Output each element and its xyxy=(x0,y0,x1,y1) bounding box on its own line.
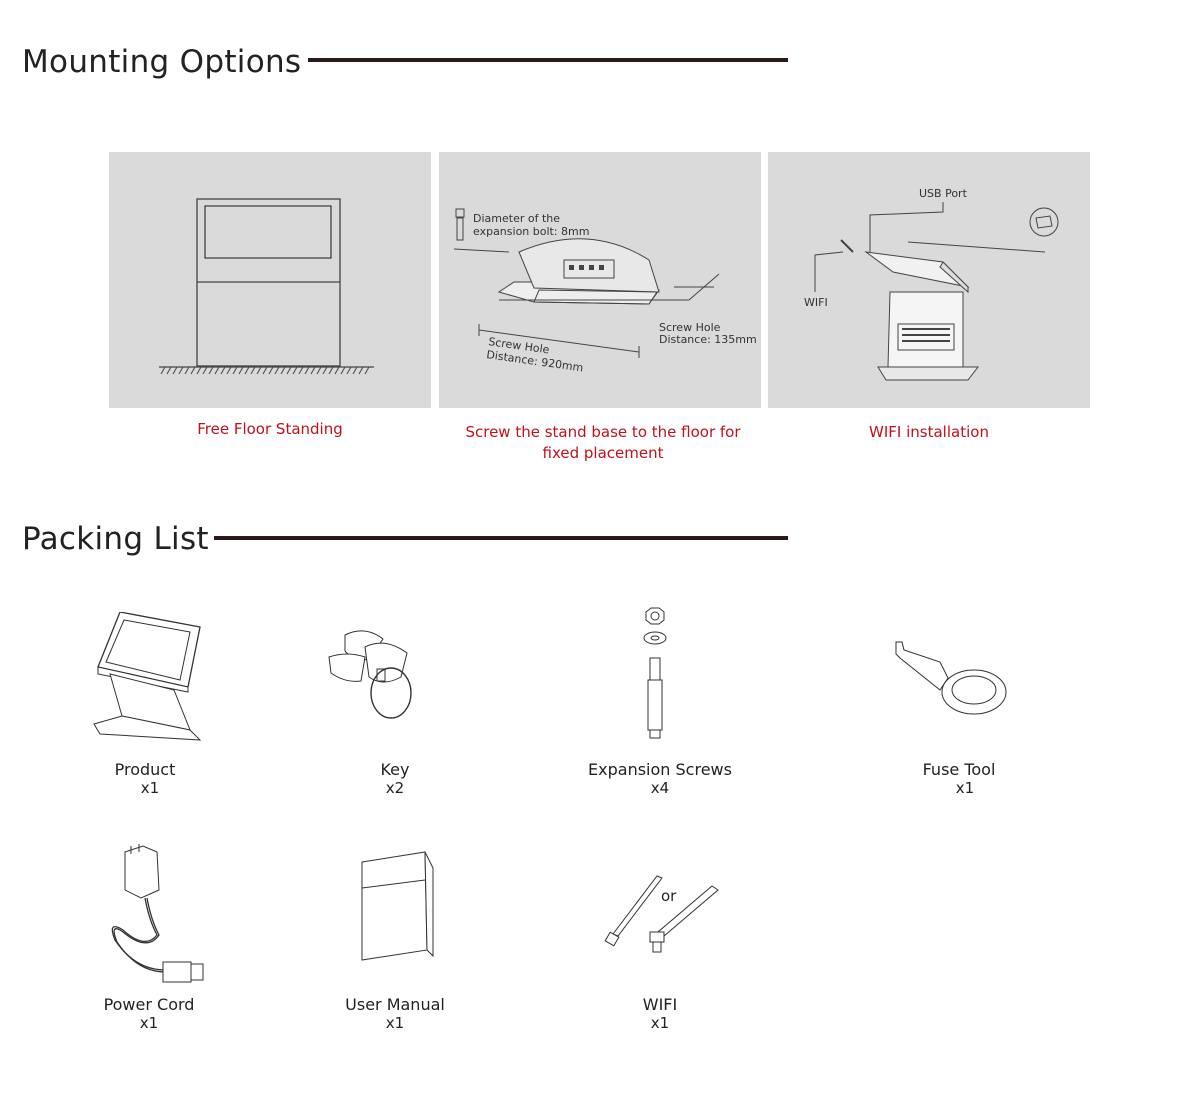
packing-item-product: Product x1 xyxy=(80,760,210,797)
item-name: WIFI xyxy=(642,995,678,1014)
item-name: Expansion Screws xyxy=(588,760,732,779)
kiosk-icon xyxy=(93,612,202,741)
floor-standing-caption: Free Floor Standing xyxy=(197,420,343,438)
bolt-label-2: expansion bolt: 8mm xyxy=(473,225,589,238)
key-icon xyxy=(328,630,412,719)
item-qty: x1 xyxy=(139,1014,159,1032)
packing-item-user-manual: User Manual x1 xyxy=(335,995,455,1032)
item-name: Key xyxy=(380,760,410,779)
expansion-bolt-icon xyxy=(455,208,465,241)
wifi-install-illustration: USB Port WIFI xyxy=(804,187,1059,381)
packing-item-power-cord: Power Cord x1 xyxy=(89,995,209,1032)
mounting-title-rule xyxy=(308,58,788,62)
usb-port-label: USB Port xyxy=(919,187,968,200)
packing-item-wifi: WIFI x1 xyxy=(620,995,700,1032)
floor-standing-illustration xyxy=(159,198,374,375)
item-qty: x2 xyxy=(385,779,405,797)
manual-icon xyxy=(361,851,434,961)
wifi-antenna-icon xyxy=(604,875,719,953)
bolt-label-1: Diameter of the xyxy=(473,212,560,225)
hole-135-label-2: Distance: 135mm xyxy=(659,333,757,346)
mounting-options-title: Mounting Options xyxy=(22,44,302,80)
hole-135-label-1: Screw Hole xyxy=(659,321,721,334)
screw-floor-caption: Screw the stand base to the floor for fi… xyxy=(465,423,741,462)
wifi-label: WIFI xyxy=(804,296,828,309)
item-name: Fuse Tool xyxy=(922,760,996,779)
expansion-screw-icon xyxy=(643,607,667,739)
item-name: Product xyxy=(114,760,176,779)
item-name: Power Cord xyxy=(103,995,195,1014)
packing-item-key: Key x2 xyxy=(345,760,445,797)
floor-standing-panel xyxy=(109,152,431,408)
item-qty: x1 xyxy=(385,1014,405,1032)
wifi-install-caption: WIFI installation xyxy=(869,423,989,441)
power-cord-icon xyxy=(111,844,204,983)
packing-item-expansion-screws: Expansion Screws x4 xyxy=(580,760,740,797)
packing-item-fuse-tool: Fuse Tool x1 xyxy=(899,760,1019,797)
item-qty: x1 xyxy=(140,779,160,797)
item-qty: x4 xyxy=(650,779,670,797)
item-name: User Manual xyxy=(345,995,445,1014)
wifi-install-panel: USB Port WIFI xyxy=(768,152,1090,408)
or-label: or xyxy=(661,887,677,905)
packing-title-rule xyxy=(214,536,788,540)
screw-floor-panel: Diameter of the expansion bolt: 8mm Scre… xyxy=(439,152,761,408)
fuse-tool-icon xyxy=(895,641,1007,715)
item-qty: x1 xyxy=(650,1014,670,1032)
usb-port-zoom-icon xyxy=(1029,207,1059,237)
screw-floor-illustration: Diameter of the expansion bolt: 8mm Scre… xyxy=(453,208,757,375)
packing-list-title: Packing List xyxy=(22,521,209,557)
item-qty: x1 xyxy=(955,779,975,797)
